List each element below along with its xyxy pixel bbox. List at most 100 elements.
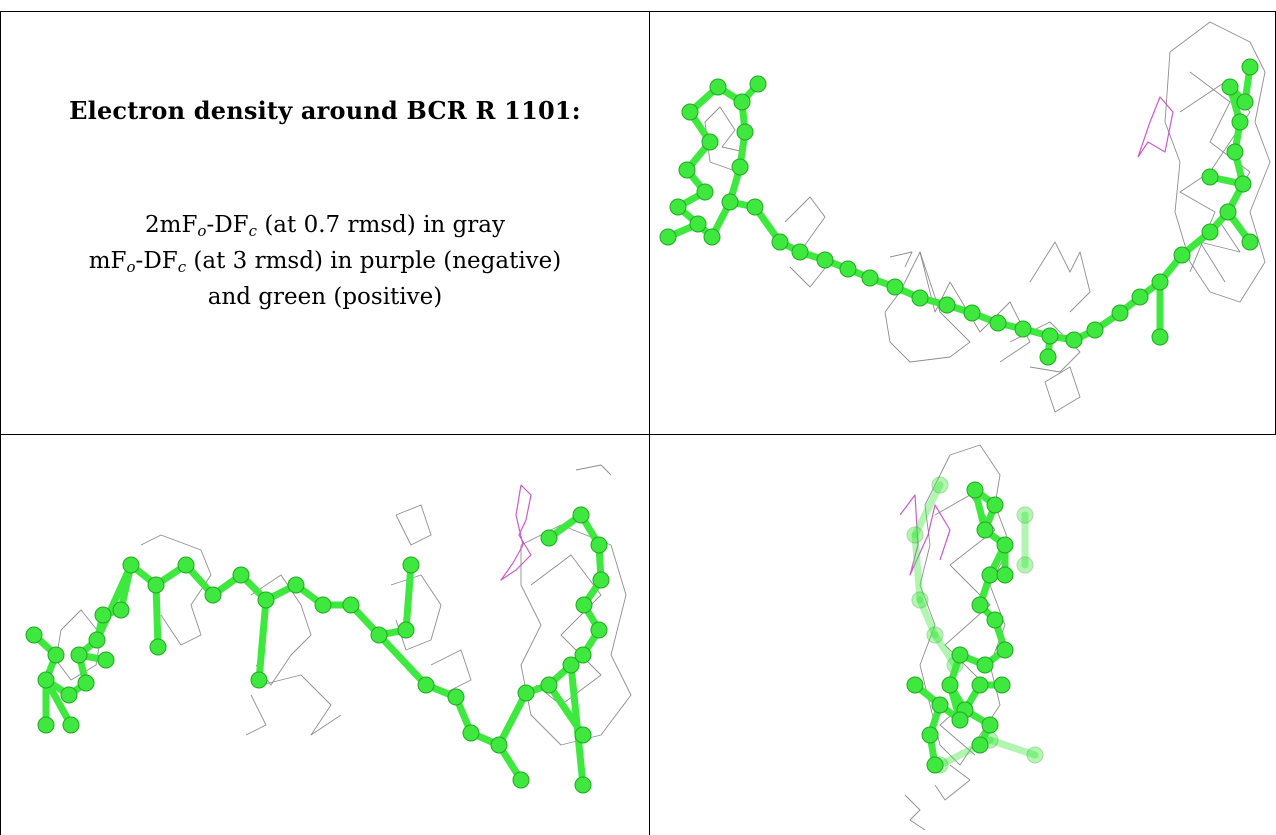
model-atom xyxy=(1039,348,1057,366)
model-atom xyxy=(25,626,43,644)
model-atom xyxy=(342,596,360,614)
density-mesh-2fofc xyxy=(884,251,971,363)
model-atom xyxy=(1241,58,1259,76)
density-mesh-2fofc xyxy=(140,534,212,646)
density-mesh-2fofc xyxy=(904,794,926,831)
legend-cell: Electron density around BCR R 1101: 2mFo… xyxy=(1,12,649,434)
model-atom xyxy=(733,93,751,111)
model-atom xyxy=(88,631,106,649)
model-bond xyxy=(495,689,530,749)
density-view-bottom-left xyxy=(25,464,632,794)
table-top-border xyxy=(0,11,1276,12)
model-atom xyxy=(659,228,677,246)
model-atom xyxy=(861,269,879,287)
legend-line-2fofc: 2mFo-DFc (at 0.7 rmsd) in gray xyxy=(1,207,649,243)
model-atom xyxy=(791,243,809,261)
model-atom xyxy=(1221,78,1239,96)
model-atom xyxy=(931,696,949,714)
model-atom xyxy=(1111,304,1129,322)
model-atom xyxy=(47,646,65,664)
model-atom xyxy=(993,676,1011,694)
model-atom xyxy=(971,736,989,754)
table-left-border xyxy=(0,11,1,835)
model-atom xyxy=(1016,506,1034,524)
density-mesh-2fofc xyxy=(260,674,342,736)
model-atom xyxy=(941,676,959,694)
density-view-bottom-right xyxy=(899,444,1044,831)
model-atom xyxy=(1131,288,1149,306)
model-atom xyxy=(517,684,535,702)
model-atom xyxy=(1014,320,1032,338)
density-mesh-2fofc xyxy=(430,649,472,696)
model-atom xyxy=(731,158,749,176)
model-atom xyxy=(678,161,696,179)
model-atom xyxy=(926,756,944,774)
model-atom xyxy=(97,651,115,669)
model-atom xyxy=(257,591,275,609)
density-mesh-2fofc xyxy=(889,251,913,268)
model-atom xyxy=(989,314,1007,332)
model-atom xyxy=(696,183,714,201)
model-atom xyxy=(816,251,834,269)
model-atom xyxy=(976,521,994,539)
density-mesh-2fofc xyxy=(520,524,632,746)
model-atom xyxy=(681,103,699,121)
legend-subscript: c xyxy=(248,222,258,240)
model-bond xyxy=(375,631,430,689)
model-atom xyxy=(60,686,78,704)
model-atom xyxy=(1151,328,1169,346)
model-atom xyxy=(562,656,580,674)
model-atom xyxy=(1226,143,1244,161)
density-mesh-2fofc xyxy=(784,196,831,288)
density-mesh-2fofc xyxy=(919,251,1031,363)
model-atom xyxy=(963,304,981,322)
model-atom xyxy=(122,556,140,574)
model-atom xyxy=(147,576,165,594)
model-atom xyxy=(287,576,305,594)
model-atom xyxy=(1201,223,1219,241)
model-atom xyxy=(996,566,1014,584)
model-atom xyxy=(250,671,268,689)
model-atom xyxy=(1241,233,1259,251)
model-atom xyxy=(574,726,592,744)
model-bond xyxy=(986,736,1039,759)
model-bond xyxy=(255,596,270,684)
model-atom xyxy=(417,676,435,694)
model-atom xyxy=(37,716,55,734)
model-atom xyxy=(703,228,721,246)
model-atom xyxy=(1219,203,1237,221)
model-bond xyxy=(916,596,939,639)
model-atom xyxy=(986,496,1004,514)
model-bond xyxy=(911,531,924,604)
model-atom xyxy=(37,671,55,689)
legend-subscript: c xyxy=(177,258,187,276)
density-mesh-negative xyxy=(500,484,532,581)
density-mesh-negative xyxy=(899,494,951,576)
model-atom xyxy=(981,566,999,584)
legend-text: (at 0.7 rmsd) in gray xyxy=(257,212,505,238)
legend-description: 2mFo-DFc (at 0.7 rmsd) in gray mFo-DFc (… xyxy=(1,207,649,315)
model-atom xyxy=(575,596,593,614)
density-mesh-2fofc xyxy=(245,694,267,736)
density-mesh-2fofc xyxy=(704,106,746,173)
model-atom xyxy=(709,78,727,96)
legend-text: mF xyxy=(88,248,127,274)
model-atom xyxy=(931,476,949,494)
model-atom xyxy=(886,278,904,296)
model-bond xyxy=(911,481,944,539)
model-atom xyxy=(402,556,420,574)
model-atom xyxy=(112,601,130,619)
density-mesh-2fofc xyxy=(934,764,971,801)
legend-text: (at 3 rmsd) in purple (negative) xyxy=(186,248,562,274)
model-atom xyxy=(749,75,767,93)
model-atom xyxy=(926,626,944,644)
density-mesh-2fofc xyxy=(395,504,432,546)
model-bond xyxy=(402,561,415,634)
model-atom xyxy=(62,716,80,734)
model-atom xyxy=(177,556,195,574)
model-atom xyxy=(736,123,754,141)
model-atom xyxy=(1016,556,1034,574)
model-atom xyxy=(986,611,1004,629)
model-atom xyxy=(951,711,969,729)
legend-text: -DF xyxy=(206,212,249,238)
